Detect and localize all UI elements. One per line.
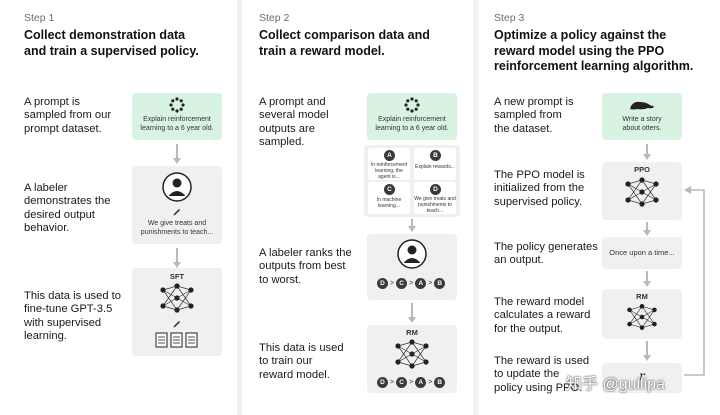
flow-arrow bbox=[411, 303, 413, 317]
flow-arrowhead bbox=[643, 281, 651, 287]
flow-arrowhead bbox=[173, 262, 181, 268]
ranking-card: D>C>A>B bbox=[367, 234, 457, 300]
rank-item: D bbox=[377, 278, 388, 289]
ranking-order: D>C>A>B bbox=[377, 278, 446, 289]
rank-item: A bbox=[415, 377, 427, 388]
option-letter: B bbox=[430, 150, 441, 161]
refresh-icon bbox=[404, 97, 420, 113]
step2-label: Step 2 bbox=[259, 12, 290, 24]
reward-symbol-icon: r bbox=[639, 369, 646, 383]
feedback-loop-arrow bbox=[684, 186, 705, 376]
flow-arrow bbox=[176, 248, 178, 262]
option-letter: A bbox=[384, 150, 395, 161]
option-letter: C bbox=[384, 184, 395, 195]
panel-divider bbox=[473, 0, 478, 415]
flow-arrow bbox=[176, 144, 178, 158]
refresh-icon bbox=[169, 97, 185, 113]
rm-label: RM bbox=[636, 292, 648, 301]
neural-network-icon bbox=[627, 304, 657, 330]
rank-item: C bbox=[396, 278, 408, 289]
output-text: Once upon a time... bbox=[609, 248, 675, 257]
sft-card: SFT bbox=[132, 268, 222, 356]
step1-label: Step 1 bbox=[24, 12, 55, 24]
flow-arrowhead bbox=[408, 226, 416, 232]
rank-item: B bbox=[434, 377, 446, 388]
neural-network-icon bbox=[395, 339, 429, 369]
flow-arrowhead bbox=[643, 154, 651, 160]
rm-label: RM bbox=[406, 328, 418, 337]
output-card: Once upon a time... bbox=[602, 237, 682, 269]
flow-arrow bbox=[646, 222, 648, 230]
rank-item: D bbox=[377, 377, 388, 388]
otter-icon bbox=[630, 101, 654, 110]
flow-arrowhead bbox=[173, 158, 181, 164]
flow-arrowhead bbox=[643, 355, 651, 361]
reward-model-card: RM bbox=[602, 289, 682, 339]
person-icon bbox=[162, 172, 192, 202]
neural-network-icon bbox=[160, 283, 194, 313]
neural-network-icon bbox=[625, 177, 659, 207]
watermark: 知乎 @guilipa bbox=[566, 376, 665, 393]
ppo-label: PPO bbox=[634, 165, 650, 174]
documents-icon bbox=[155, 332, 198, 348]
option-letter: D bbox=[430, 184, 441, 195]
svg-text:r: r bbox=[639, 369, 646, 383]
pencil-icon bbox=[173, 209, 180, 216]
step3-label: Step 3 bbox=[494, 12, 525, 24]
person-icon bbox=[397, 239, 427, 269]
ppo-card: PPO bbox=[602, 162, 682, 220]
flow-arrow bbox=[646, 341, 648, 355]
rank-item: B bbox=[434, 278, 446, 289]
flow-arrow bbox=[411, 219, 413, 226]
rank-item: C bbox=[396, 377, 408, 388]
output-option-b: B Explain rewards... bbox=[414, 148, 456, 180]
reward-model-card: RM D>C>A>B bbox=[367, 325, 457, 393]
flow-arrow bbox=[646, 271, 648, 281]
reward-value-card: r bbox=[602, 363, 682, 393]
rank-item: A bbox=[415, 278, 427, 289]
option-text: Explain rewards... bbox=[415, 164, 455, 170]
flow-arrow bbox=[646, 144, 648, 154]
sft-label: SFT bbox=[169, 272, 185, 281]
ranking-order: D>C>A>B bbox=[377, 377, 446, 388]
flow-arrowhead bbox=[643, 230, 651, 236]
flow-arrowhead bbox=[408, 317, 416, 323]
panel-divider bbox=[237, 0, 242, 415]
pencil-icon bbox=[173, 321, 180, 328]
